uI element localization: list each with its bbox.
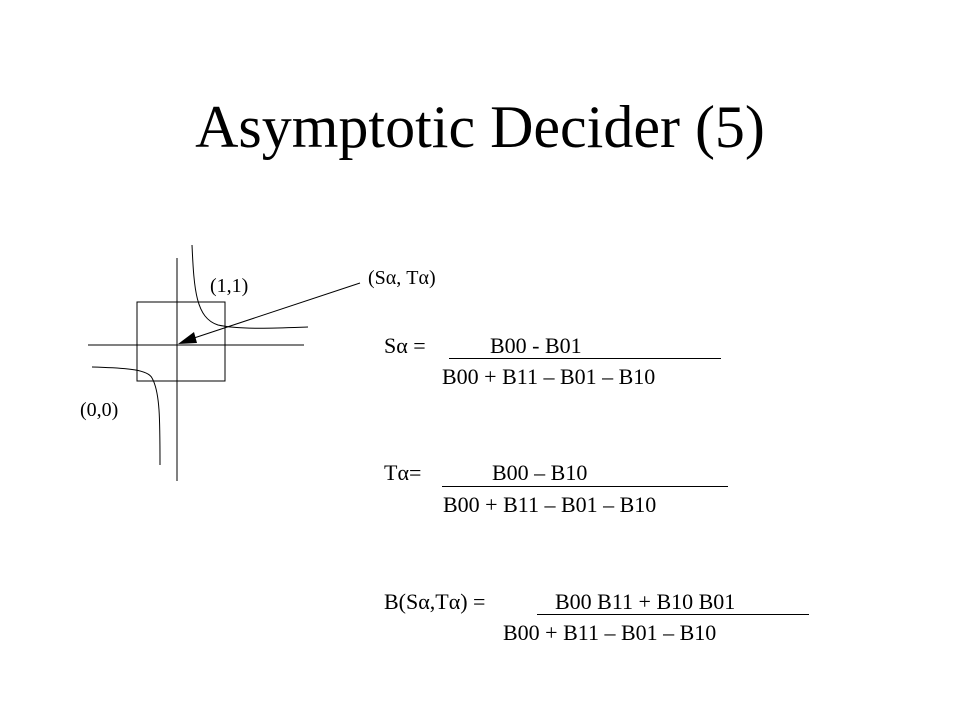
t-alpha-numerator: B00 – B10 [492, 460, 588, 485]
corner-label-0-0: (0,0) [80, 399, 119, 421]
cell-square [136, 301, 226, 382]
t-alpha-lhs: Tα= [384, 460, 422, 485]
s-alpha-fraction-bar [449, 358, 721, 359]
b-value-lhs: B(Sα,Tα) = [384, 589, 486, 614]
s-alpha-numerator: B00 - B01 [490, 333, 582, 358]
b-value-fraction-bar [537, 614, 809, 615]
upper-hyperbola-branch [191, 244, 309, 329]
slide-title: Asymptotic Decider (5) [195, 94, 765, 160]
b-value-numerator: B00 B11 + B10 B01 [555, 589, 736, 614]
s-alpha-denominator: B00 + B11 – B01 – B10 [442, 364, 656, 389]
saddle-arrow-head [178, 332, 197, 344]
t-alpha-fraction-bar [442, 486, 728, 487]
saddle-arrow-line [187, 282, 361, 341]
b-value-denominator: B00 + B11 – B01 – B10 [503, 620, 717, 645]
t-alpha-denominator: B00 + B11 – B01 – B10 [443, 492, 657, 517]
saddle-point-label: (Sα, Tα) [368, 267, 436, 289]
s-alpha-lhs: Sα = [384, 333, 426, 358]
corner-label-1-1: (1,1) [210, 275, 249, 297]
lower-hyperbola-branch [91, 366, 161, 466]
